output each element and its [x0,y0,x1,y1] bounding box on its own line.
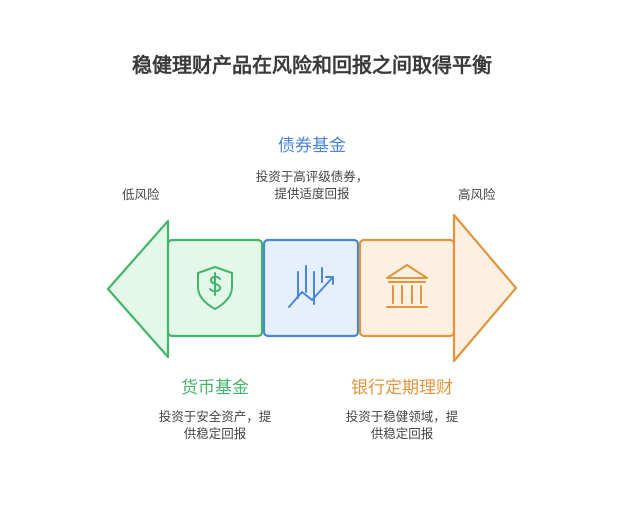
high-risk-arrowhead [452,213,518,363]
chart-trend-icon [288,265,334,308]
low-risk-label: 低风险 [122,187,160,202]
shield-dollar-icon [197,266,233,310]
low-risk-arrowhead [106,219,170,359]
money-fund-desc-line-2: 供稳定回报 [183,426,247,441]
high-risk-label: 高风险 [458,187,496,202]
page-title: 稳健理财产品在风险和回报之间取得平衡 [132,53,492,77]
bank-deposit-title: 银行定期理财 [351,378,453,398]
bond-fund-desc-line-1: 投资于高评级债券， [255,169,369,184]
bond-fund-title: 债券基金 [278,136,346,156]
money-fund-description: 投资于安全资产，提 供稳定回报 [130,408,300,442]
bank-deposit-desc-line-2: 供稳定回报 [370,426,434,441]
bond-fund-desc-line-2: 提供适度回报 [274,186,350,201]
bond-fund-description: 投资于高评级债券， 提供适度回报 [222,168,402,202]
bond-fund-box [262,238,360,338]
bank-deposit-desc-line-1: 投资于稳健领域，提 [345,409,459,424]
bank-deposit-box [358,238,456,338]
money-fund-title: 货币基金 [181,378,249,398]
bank-icon [386,264,428,308]
money-fund-desc-line-1: 投资于安全资产，提 [158,409,272,424]
bank-deposit-description: 投资于稳健领域，提 供稳定回报 [317,408,487,442]
